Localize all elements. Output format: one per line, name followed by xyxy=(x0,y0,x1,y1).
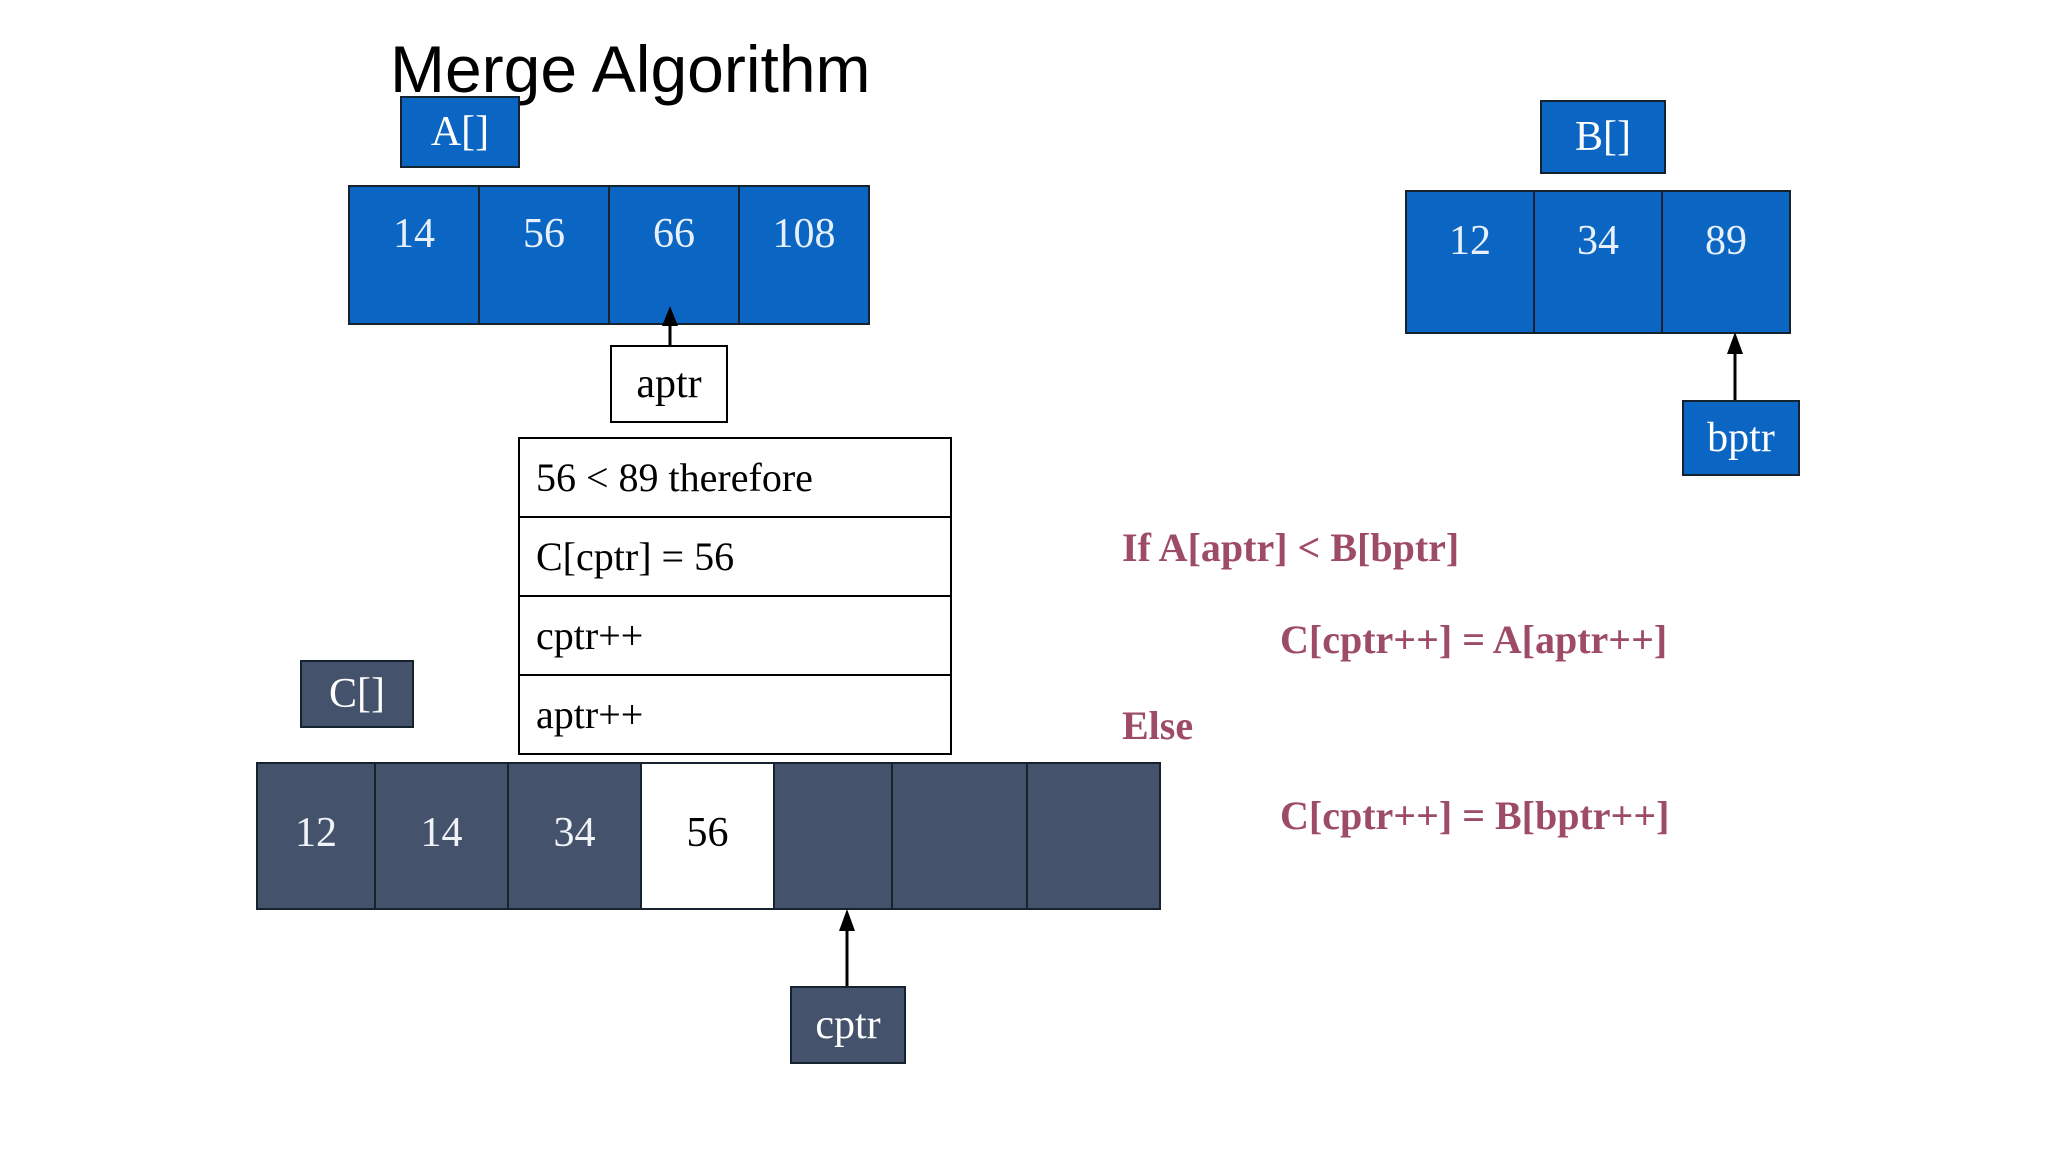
array-b-label: B[] xyxy=(1540,100,1666,174)
steps-row-text: 56 < 89 therefore xyxy=(536,454,813,500)
array-c-cell-value: 12 xyxy=(295,810,337,856)
array-c-cell: 14 xyxy=(374,762,509,910)
page-title: Merge Algorithm xyxy=(390,32,871,106)
array-c-cell xyxy=(773,762,893,910)
steps-table-row: aptr++ xyxy=(520,676,950,753)
cptr-pointer-box: cptr xyxy=(790,986,906,1064)
array-a-cell-value: 66 xyxy=(653,211,695,257)
steps-table-row: C[cptr] = 56 xyxy=(520,518,950,597)
array-a-cell-value: 56 xyxy=(523,211,565,257)
array-c-cell-value: 56 xyxy=(686,810,729,856)
array-c-cell-value: 34 xyxy=(553,810,596,856)
array-c-cell-highlighted: 56 xyxy=(640,762,775,910)
array-b: 12 34 89 xyxy=(1405,190,1791,334)
array-b-cell-value: 12 xyxy=(1449,218,1491,264)
array-b-cell-value: 89 xyxy=(1705,218,1747,264)
bptr-pointer-label: bptr xyxy=(1707,415,1775,461)
aptr-pointer-box: aptr xyxy=(610,345,728,423)
array-a-cell: 66 xyxy=(608,185,740,325)
array-b-label-text: B[] xyxy=(1575,114,1631,160)
array-c-cell-value: 14 xyxy=(420,810,463,856)
pseudocode-text: C[cptr++] = B[bptr++] xyxy=(1280,793,1670,838)
cptr-arrow-icon xyxy=(839,909,855,991)
bptr-arrow-icon xyxy=(1727,332,1743,408)
array-c-label: C[] xyxy=(300,660,414,728)
array-c-cell: 34 xyxy=(507,762,642,910)
pseudocode-text: Else xyxy=(1122,703,1194,748)
array-b-cell: 34 xyxy=(1533,190,1663,334)
array-a-cell-value: 108 xyxy=(772,211,836,257)
pseudocode-line-else: Else xyxy=(1122,706,1193,746)
array-b-cell: 12 xyxy=(1405,190,1535,334)
array-c-label-text: C[] xyxy=(329,671,385,717)
aptr-pointer-label: aptr xyxy=(636,361,702,407)
pseudocode-text: If A[aptr] < B[bptr] xyxy=(1122,525,1460,570)
steps-table-row: 56 < 89 therefore xyxy=(520,439,950,518)
steps-row-text: C[cptr] = 56 xyxy=(536,533,735,579)
pseudocode-line-else-body: C[cptr++] = B[bptr++] xyxy=(1280,796,1669,836)
array-b-cell: 89 xyxy=(1661,190,1791,334)
steps-table-row: cptr++ xyxy=(520,597,950,676)
pseudocode-text: C[cptr++] = A[aptr++] xyxy=(1280,617,1668,662)
steps-row-text: cptr++ xyxy=(536,612,644,658)
pseudocode-line-if: If A[aptr] < B[bptr] xyxy=(1122,528,1459,568)
array-a-cell: 14 xyxy=(348,185,480,325)
array-a-cell: 56 xyxy=(478,185,610,325)
array-c-cell: 12 xyxy=(256,762,376,910)
bptr-pointer-box: bptr xyxy=(1682,400,1800,476)
steps-row-text: aptr++ xyxy=(536,691,644,737)
array-c: 12 14 34 56 xyxy=(256,762,1161,910)
cptr-pointer-label: cptr xyxy=(815,1002,881,1048)
array-a-label: A[] xyxy=(400,96,520,168)
pseudocode-line-then: C[cptr++] = A[aptr++] xyxy=(1280,620,1667,660)
array-c-cell xyxy=(891,762,1028,910)
array-a-label-text: A[] xyxy=(430,109,490,155)
array-b-cell-value: 34 xyxy=(1577,218,1619,264)
array-c-cell xyxy=(1026,762,1161,910)
array-a-cell-value: 14 xyxy=(393,211,435,257)
array-a: 14 56 66 108 xyxy=(348,185,870,325)
array-a-cell: 108 xyxy=(738,185,870,325)
steps-table: 56 < 89 therefore C[cptr] = 56 cptr++ ap… xyxy=(518,437,952,755)
